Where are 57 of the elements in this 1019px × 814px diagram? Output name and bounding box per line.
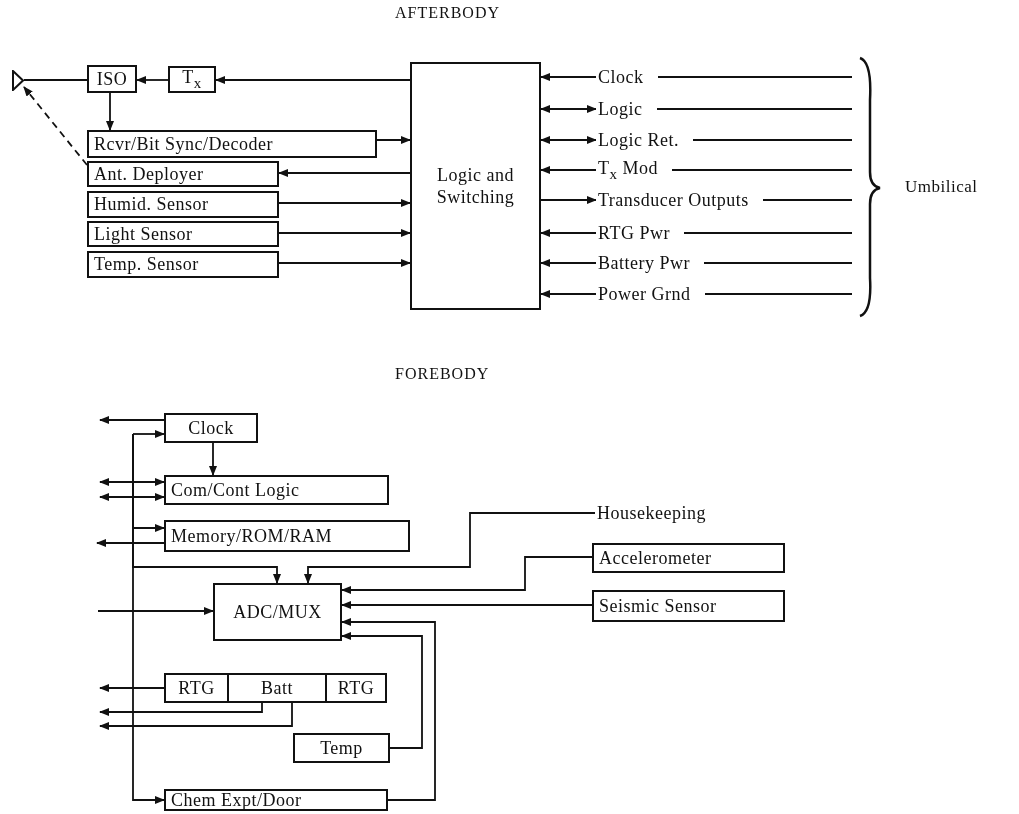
- dashed-arrow: [23, 86, 88, 166]
- block-box: Batt: [227, 673, 327, 703]
- arrow: [215, 76, 411, 84]
- block-box: Light Sensor: [87, 221, 279, 247]
- block-box: Seismic Sensor: [592, 590, 785, 622]
- arrow: [540, 259, 597, 267]
- block-box: Accelerometer: [592, 543, 785, 573]
- arrow: [376, 136, 411, 144]
- arrow: [209, 442, 217, 476]
- arrow: [341, 556, 593, 594]
- section-title: AFTERBODY: [395, 4, 500, 22]
- antenna-symbol: [12, 70, 24, 91]
- arrow: [278, 229, 411, 237]
- block-box: Temp. Sensor: [87, 251, 279, 278]
- arrow: [341, 601, 593, 609]
- arrow: [304, 512, 596, 584]
- arrow: [106, 92, 114, 131]
- block-box: Memory/ROM/RAM: [164, 520, 410, 552]
- signal-label: T$_{x}$ Mod: [596, 159, 660, 181]
- arrow: [99, 684, 165, 692]
- arrow: [99, 416, 165, 424]
- block-box: Humid. Sensor: [87, 191, 279, 218]
- block-box: Chem Expt/Door: [164, 789, 388, 811]
- group-label: Umbilical: [905, 177, 978, 197]
- section-title: FOREBODY: [395, 365, 490, 383]
- arrow: [540, 166, 597, 174]
- arrow: [540, 229, 597, 237]
- block-box: Temp: [293, 733, 390, 763]
- block-box: T$_{x}$: [168, 66, 216, 93]
- arrow: [132, 430, 165, 438]
- arrow: [99, 493, 165, 501]
- arrow: [540, 196, 597, 204]
- connector-line: [23, 79, 88, 81]
- arrow: [341, 632, 423, 749]
- block-box: Rcvr/Bit Sync/Decoder: [87, 130, 377, 158]
- block-box: ADC/MUX: [213, 583, 342, 641]
- arrow: [99, 478, 165, 486]
- block-box: Com/Cont Logic: [164, 475, 389, 505]
- block-box: RTG: [164, 673, 229, 703]
- arrow: [341, 618, 436, 801]
- block-box: Ant. Deployer: [87, 161, 279, 187]
- arrow: [540, 136, 597, 144]
- block-box: ISO: [87, 65, 137, 93]
- arrow: [278, 199, 411, 207]
- arrow: [540, 290, 597, 298]
- arrow: [136, 76, 169, 84]
- arrow: [96, 539, 165, 547]
- block-box: RTG: [325, 673, 387, 703]
- arrow: [278, 169, 411, 177]
- arrow: [540, 73, 597, 81]
- arrow: [99, 702, 293, 730]
- arrow: [540, 105, 597, 113]
- block-box: Clock: [164, 413, 258, 443]
- arrow: [278, 259, 411, 267]
- arrow: [99, 702, 263, 716]
- block-box: Logic and Switching: [410, 62, 541, 310]
- arrow: [97, 607, 214, 615]
